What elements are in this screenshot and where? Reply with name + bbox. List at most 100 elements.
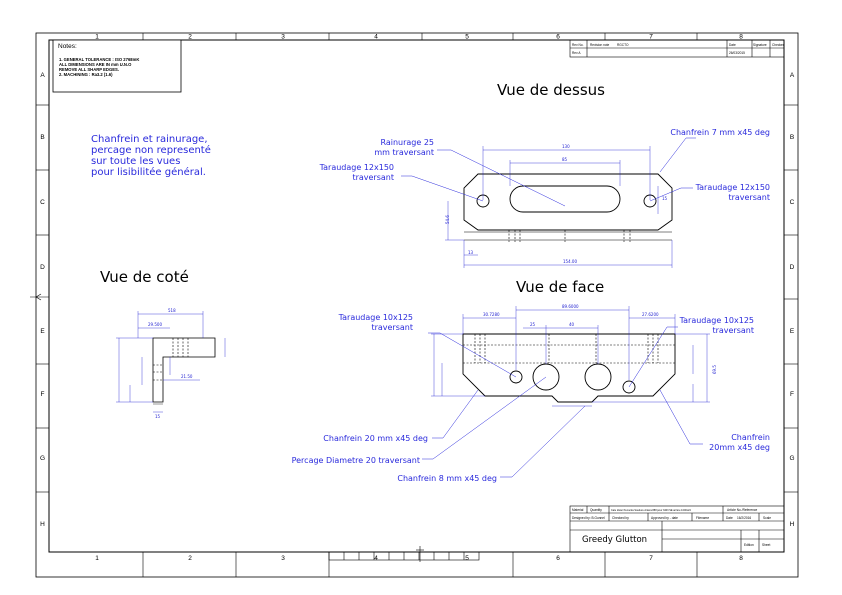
dim-front-40: 40 <box>569 322 575 327</box>
callout-taraudage-10-right: Taraudage 10x125 <box>679 316 754 325</box>
tb-edition-label: Edition <box>744 543 754 547</box>
notes-line: REMOVE ALL SHARP EDGES. <box>59 67 119 72</box>
tb-approved: Approved by - date <box>651 516 678 520</box>
row-letter: H <box>40 521 45 528</box>
dim-front-mid: 89.6000 <box>562 304 579 309</box>
row-letters-left: A B C D E F G H <box>40 72 45 528</box>
dim-side-mid: 29.500 <box>148 322 162 327</box>
dim-side-r: 21.50 <box>181 374 193 379</box>
tb-description: Cale dister Pemerka Soudure Antéra 888 p… <box>611 509 691 512</box>
dim-top-overall: 130 <box>562 144 570 149</box>
front-view-leaders <box>422 326 703 478</box>
outer-border <box>35 32 799 578</box>
general-note-line: sur toute les vues <box>91 156 180 167</box>
callout-taraudage-10-left: Taraudage 10x125 <box>338 313 413 322</box>
callout-percage-20: Percage Diametre 20 traversant <box>292 456 420 465</box>
dim-top-small: 13 <box>468 250 474 255</box>
front-view-hidden <box>463 334 675 364</box>
row-letter: C <box>40 199 45 206</box>
row-letter: F <box>790 391 794 398</box>
front-view-dimensions <box>431 306 710 407</box>
top-view-hidden <box>508 230 631 242</box>
row-letter: G <box>40 455 45 462</box>
tb-quantity-label: Quantity <box>590 508 602 512</box>
top-view-leaders <box>401 137 696 207</box>
callout-taraudage-12-right: Taraudage 12x150 <box>695 183 770 192</box>
tb-date-label: Date <box>726 516 733 520</box>
col-num: 2 <box>188 34 192 41</box>
col-num: 5 <box>465 34 469 41</box>
signature-label: Signature <box>753 43 767 47</box>
notes-line: 1. GENERAL TOLERANCE : ISO 2768mK <box>59 57 139 62</box>
dim-top-right-small: 15 <box>662 196 668 201</box>
col-num: 1 <box>95 555 99 562</box>
row-ticks <box>30 104 798 493</box>
dim-top-width: 154.00 <box>563 259 577 264</box>
col-num: 8 <box>739 555 743 562</box>
title-block <box>569 505 785 553</box>
callout-taraudage-12-left: traversant <box>352 173 394 182</box>
view-title-front: Vue de face <box>516 278 604 296</box>
view-title-side: Vue de coté <box>100 268 189 286</box>
tb-scale-label: Scale <box>763 516 771 520</box>
col-num: 7 <box>649 34 653 41</box>
row-letter: D <box>40 264 45 271</box>
top-view-dimensions <box>445 146 673 268</box>
row-letters-right: A B C D E F G H <box>789 72 794 528</box>
col-num: 6 <box>556 34 560 41</box>
dim-side-top: 518 <box>168 308 176 313</box>
side-view-dimensions <box>116 311 226 413</box>
col-num: 7 <box>649 555 653 562</box>
row-letter: E <box>790 328 795 335</box>
callout-chanfrein-20: Chanfrein 20 mm x45 deg <box>323 434 428 443</box>
callout-taraudage-10-right: traversant <box>712 326 754 335</box>
callout-rainurage: Rainurage 25 <box>380 138 434 147</box>
rev-no-label: Rev No. <box>572 43 584 47</box>
row-letter: B <box>40 134 44 141</box>
col-num: 4 <box>374 555 378 562</box>
notes-title: Notes: <box>58 43 77 50</box>
notes-box <box>52 39 182 93</box>
row-letter: D <box>790 264 795 271</box>
general-note-line: pour lisibilitée général. <box>91 166 206 178</box>
callout-rainurage: mm traversant <box>374 148 434 157</box>
col-num: 3 <box>281 555 285 562</box>
tb-title: Greedy Glutton <box>582 535 647 545</box>
general-note-line: percage non representé <box>91 144 211 156</box>
tb-date-value: 16/2/2016 <box>737 516 751 520</box>
general-note: Chanfrein et rainurage, percage non repr… <box>91 134 211 178</box>
callout-chanfrein-7: Chanfrein 7 mm x45 deg <box>670 128 770 137</box>
col-num: 8 <box>739 34 743 41</box>
dim-front-25: 25 <box>530 322 536 327</box>
col-num: 2 <box>188 555 192 562</box>
callout-chanfrein-8: Chanfrein 8 mm x45 deg <box>397 474 497 483</box>
row-letter: A <box>790 72 795 79</box>
callout-chanfrein-20-right: 20mm x45 deg <box>709 443 770 452</box>
top-view-part <box>463 173 673 241</box>
dim-front-left: 30.7280 <box>483 312 500 317</box>
row-letter: G <box>789 455 794 462</box>
tb-article-label: Article No./Reference <box>727 508 758 512</box>
tb-sheet-label: Sheet <box>762 543 770 547</box>
checked-label: Checked <box>772 43 785 47</box>
col-num: 4 <box>374 34 378 41</box>
date-value: 26/03/2015 <box>729 51 745 55</box>
col-num: 5 <box>465 555 469 562</box>
callout-taraudage-12-right: traversant <box>728 193 770 202</box>
side-view-hidden <box>153 338 189 381</box>
notes-line: ALL DIMENSIONS ARE IN mm U.N.O <box>59 62 132 67</box>
general-note-line: Chanfrein et rainurage, <box>91 134 208 145</box>
date-label: Date <box>729 43 736 47</box>
row-letter: F <box>41 391 45 398</box>
row-letter: H <box>790 521 795 528</box>
callout-taraudage-10-left: traversant <box>371 323 413 332</box>
revision-note-label: Revision note <box>590 43 610 47</box>
row-letter: E <box>40 328 45 335</box>
revision-block <box>569 39 785 58</box>
callout-chanfrein-20-right: Chanfrein <box>731 433 770 442</box>
dim-side-bottom: 15 <box>155 414 161 419</box>
revision-note: RGCTO <box>617 43 629 47</box>
tb-filename: Filename <box>696 516 709 520</box>
callout-taraudage-12-left: Taraudage 12x150 <box>319 163 394 172</box>
view-title-top: Vue de dessus <box>497 81 605 99</box>
